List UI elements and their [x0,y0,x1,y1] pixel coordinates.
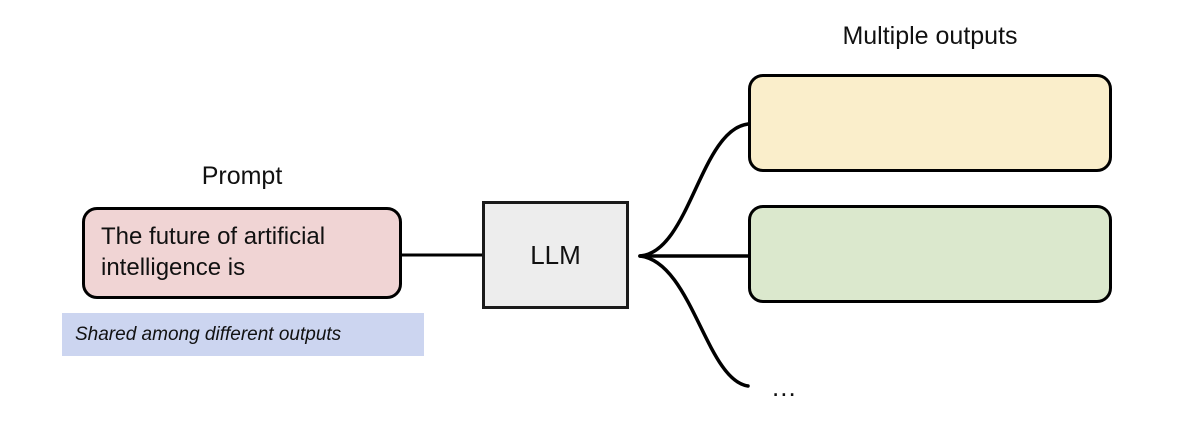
output-box-2[interactable] [748,205,1112,303]
output-box-1[interactable] [748,74,1112,172]
shared-note-text: Shared among different outputs [75,323,342,345]
ellipsis-label: ... [772,372,797,402]
shared-note-badge: Shared among different outputs [62,313,424,356]
prompt-box[interactable]: The future of artificial intelligence is [82,207,402,299]
outputs-caption: Multiple outputs [842,22,1018,50]
llm-box[interactable]: LLM [482,201,629,309]
wire-llm-to-ellipsis [638,254,750,388]
wire-llm-to-output-1 [638,122,750,258]
prompt-text: The future of artificial intelligence is [101,223,326,281]
llm-label: LLM [530,239,581,270]
prompt-caption: Prompt [201,162,283,190]
